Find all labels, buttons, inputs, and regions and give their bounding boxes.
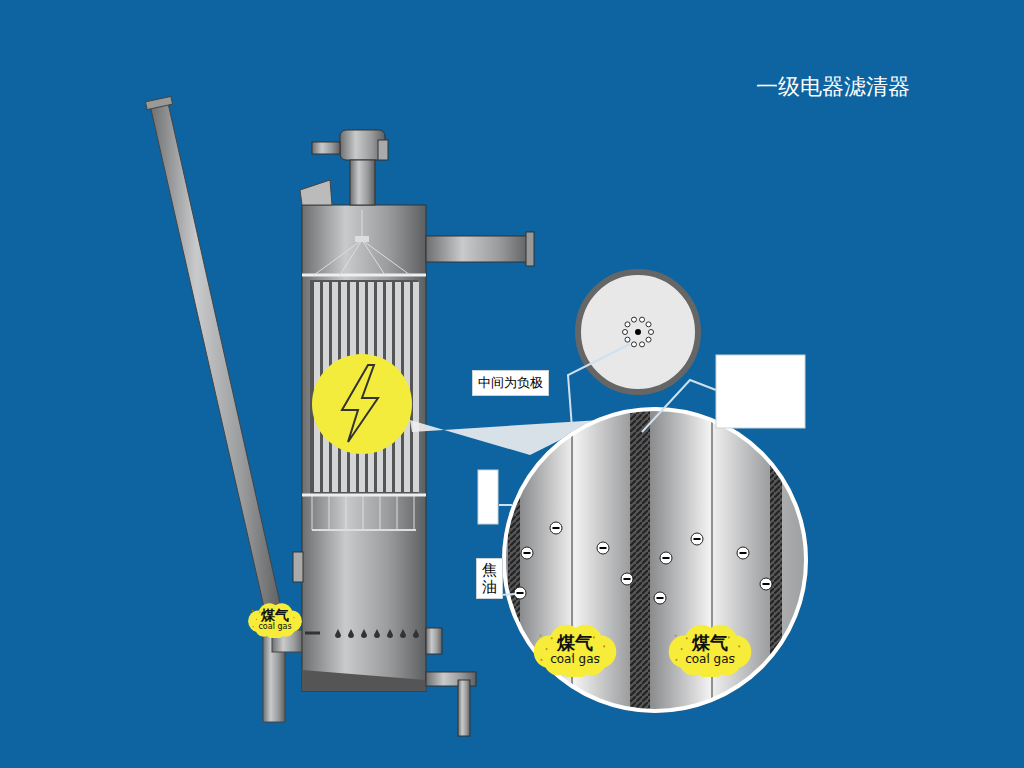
- callout-box: 中间为负极: [472, 370, 549, 396]
- title: 一级电器滤清器: [756, 72, 910, 102]
- negative-charge: [521, 547, 533, 559]
- negative-charge: [660, 552, 672, 564]
- gas-label-en: coal gas: [685, 653, 735, 666]
- gas-label: 煤气: [557, 634, 593, 653]
- minus-sign: [657, 597, 664, 599]
- particle: [252, 626, 253, 627]
- electrode-dot: [640, 342, 645, 347]
- wire: [380, 495, 381, 530]
- wire: [329, 495, 330, 530]
- electrode-dot: [623, 330, 628, 335]
- wire: [346, 495, 347, 530]
- negative-charge: [597, 542, 609, 554]
- negative-charge: [621, 573, 633, 585]
- callout-text: 焦油: [482, 562, 497, 595]
- coal-gas-cloud: 煤气coal gas: [532, 623, 618, 677]
- electrode-dot: [649, 330, 654, 335]
- tar-drop: [348, 629, 354, 638]
- particle: [252, 610, 253, 611]
- particle: [551, 637, 553, 639]
- tube: [413, 282, 419, 492]
- wire: [363, 495, 364, 530]
- particle: [728, 636, 730, 638]
- negative-charge: [654, 592, 666, 604]
- particle: [293, 617, 294, 618]
- electrode-dot: [640, 317, 645, 322]
- particle: [603, 645, 605, 647]
- negative-charge: [737, 547, 749, 559]
- gas-label-en: coal gas: [550, 653, 600, 666]
- particle: [546, 648, 548, 650]
- minus-sign: [600, 547, 607, 549]
- coal-gas-cloud: 煤气coal gas: [667, 623, 753, 677]
- gas-label: 煤气: [692, 634, 728, 653]
- wire: [397, 495, 398, 530]
- particle: [675, 635, 677, 637]
- electrode-dot: [631, 342, 636, 347]
- electrode-dot: [625, 337, 630, 342]
- coal-gas-cloud: 煤气coal gas: [247, 602, 303, 638]
- negative-charge: [691, 533, 703, 545]
- tar-drop: [400, 629, 406, 638]
- electrode-dot: [646, 337, 651, 342]
- tar-label-box: 焦油: [476, 558, 503, 599]
- tar-drop: [361, 629, 367, 638]
- particle: [540, 635, 542, 637]
- electrode-dot: [631, 317, 636, 322]
- electrode-dot: [646, 322, 651, 327]
- gas-label-en: coal gas: [258, 623, 291, 631]
- minus-sign: [553, 527, 560, 529]
- negative-charge: [760, 578, 772, 590]
- minus-sign: [694, 538, 701, 540]
- tar-drop: [374, 629, 380, 638]
- callout-text: 中间为负极: [478, 374, 543, 392]
- wire: [312, 495, 313, 530]
- particle: [681, 648, 683, 650]
- minus-sign: [763, 583, 770, 585]
- particle: [259, 611, 260, 612]
- particle: [593, 636, 595, 638]
- minus-sign: [624, 578, 631, 580]
- negative-charge: [550, 522, 562, 534]
- particle: [540, 659, 542, 661]
- minus-sign: [517, 592, 524, 594]
- particle: [256, 619, 257, 620]
- electrode-dot: [625, 322, 630, 327]
- tar-drop: [413, 629, 419, 638]
- negative-charge: [514, 587, 526, 599]
- particle: [675, 659, 677, 661]
- minus-sign: [524, 552, 531, 554]
- wire: [414, 495, 415, 530]
- particle: [738, 645, 740, 647]
- minus-sign: [740, 552, 747, 554]
- particle: [686, 637, 688, 639]
- gas-label: 煤气: [261, 608, 289, 623]
- minus-sign: [663, 557, 670, 559]
- tar-drop: [335, 629, 341, 638]
- tar-drop: [387, 629, 393, 638]
